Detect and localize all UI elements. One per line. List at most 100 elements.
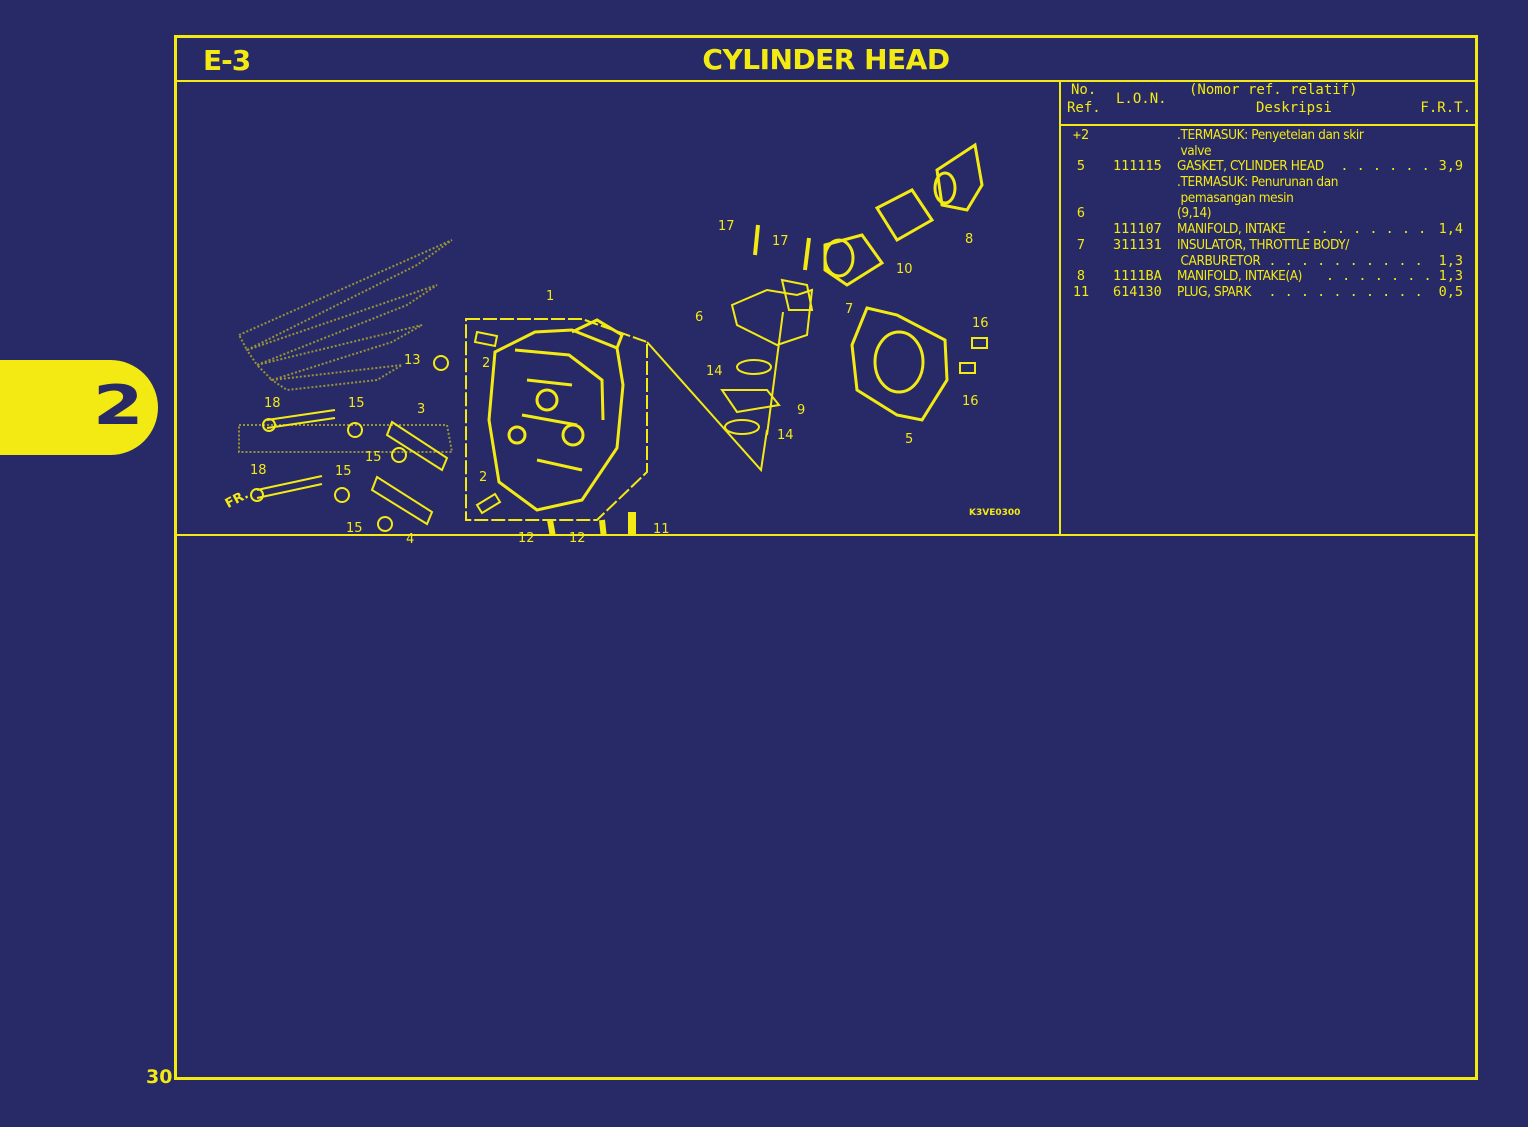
ref-cell: 11 bbox=[1072, 283, 1090, 300]
lon-cell: 614130 bbox=[1113, 283, 1162, 300]
desc-cell: INSULATOR, THROTTLE BODY/ bbox=[1177, 236, 1349, 253]
diagram-code: K3VE0300 bbox=[969, 508, 1021, 518]
table-row: pemasangan mesin bbox=[1061, 190, 1475, 207]
title-row: E-3 CYLINDER HEAD bbox=[177, 38, 1475, 82]
part-callout: 7 bbox=[845, 302, 854, 317]
ref-cell: 5 bbox=[1076, 158, 1086, 175]
header-frt: F.R.T. bbox=[1420, 100, 1471, 116]
part-callout: 15 bbox=[335, 464, 352, 479]
part-callout: 2 bbox=[482, 356, 491, 371]
part-callout: 17 bbox=[718, 219, 735, 234]
lon-cell: 1111BA bbox=[1113, 268, 1162, 285]
table-row: 6 (9,14) bbox=[1061, 206, 1475, 222]
bracket-icon bbox=[370, 420, 449, 526]
desc-cell: PLUG, SPARK bbox=[1177, 283, 1251, 300]
table-row: valve bbox=[1061, 142, 1475, 160]
plug-13-icon bbox=[433, 355, 449, 371]
dowel-16-icon bbox=[959, 362, 976, 374]
section-code: E-3 bbox=[203, 44, 251, 77]
header-desc-top: (Nomor ref. relatif) bbox=[1189, 82, 1358, 98]
bolt-18-icon bbox=[250, 409, 336, 502]
chapter-tab-number: 2 bbox=[93, 374, 144, 437]
desc-cell: CARBURETOR bbox=[1177, 252, 1261, 269]
table-body: +2.TERMASUK: Penyetelan dan skir valve 5 1… bbox=[1061, 127, 1475, 301]
dot-leader: . . . . . . . . . . . . . . . . . . . . … bbox=[1304, 222, 1427, 238]
section-title: CYLINDER HEAD bbox=[702, 43, 950, 76]
part-callout: 8 bbox=[965, 232, 974, 247]
intake-manifold-icon bbox=[730, 278, 814, 347]
o-ring-14-icon bbox=[736, 359, 772, 375]
desc-cell: .TERMASUK: Penyetelan dan skir bbox=[1177, 127, 1364, 143]
part-callout: 4 bbox=[406, 532, 415, 547]
part-callout: 14 bbox=[777, 428, 794, 443]
section-divider bbox=[177, 534, 1475, 536]
desc-cell: GASKET, CYLINDER HEAD bbox=[1177, 158, 1324, 175]
desc-cell: MANIFOLD, INTAKE(A) bbox=[1177, 268, 1302, 285]
insulator-7-icon bbox=[823, 233, 885, 287]
exploded-parts-drawing bbox=[237, 142, 988, 535]
frt-cell: 1,4 bbox=[1438, 221, 1463, 238]
desc-cell: valve bbox=[1177, 142, 1212, 159]
part-callout: 1 bbox=[546, 289, 555, 304]
part-callout: 17 bbox=[772, 234, 789, 249]
band-10-icon bbox=[874, 188, 935, 243]
stud-12-icon bbox=[547, 519, 556, 535]
bolt-17-icon bbox=[803, 237, 811, 271]
frt-cell: 1,3 bbox=[1438, 268, 1463, 285]
part-callout: 16 bbox=[962, 394, 979, 409]
header-lon: L.O.N. bbox=[1116, 91, 1167, 107]
table-header: No. Ref. L.O.N. (Nomor ref. relatif) Des… bbox=[1061, 80, 1475, 126]
table-row: .TERMASUK: Penurunan dan bbox=[1061, 174, 1475, 191]
part-callout: 6 bbox=[695, 310, 704, 325]
bolt-17-icon bbox=[753, 224, 760, 256]
frt-cell: 0,5 bbox=[1438, 283, 1463, 300]
dowel-pin-icon bbox=[475, 492, 502, 515]
dowel-16-icon bbox=[971, 337, 988, 349]
header-desc: Deskripsi bbox=[1256, 100, 1332, 116]
dot-leader: . . . . . . . . . . . . . . . . . . . . … bbox=[1268, 284, 1433, 300]
part-callout: 11 bbox=[653, 522, 670, 537]
part-callout: 3 bbox=[417, 402, 426, 417]
honda-wing-logo-icon bbox=[237, 239, 454, 453]
desc-cell: MANIFOLD, INTAKE bbox=[1177, 221, 1286, 238]
intake-manifold-a-icon bbox=[933, 142, 984, 212]
parts-page-frame: E-3 CYLINDER HEAD bbox=[174, 35, 1478, 1080]
part-callout: 9 bbox=[797, 403, 806, 418]
insulator-9-icon bbox=[720, 389, 781, 414]
ref-cell: 7 bbox=[1076, 236, 1086, 253]
part-callout: 15 bbox=[348, 396, 365, 411]
header-ref: Ref. bbox=[1067, 100, 1101, 116]
table-row: 7 311131 INSULATOR, THROTTLE BODY/ bbox=[1061, 236, 1475, 254]
dot-leader: . . . . . . . . . . . . . . . . . . . . … bbox=[1340, 159, 1430, 175]
table-row: 11 614130 PLUG, SPARK 0,5 . . . . . . . . .… bbox=[1061, 283, 1475, 301]
part-callout: 15 bbox=[346, 521, 363, 536]
part-callout: 16 bbox=[972, 316, 989, 331]
frt-cell: 1,3 bbox=[1438, 252, 1463, 269]
header-no: No. bbox=[1071, 82, 1097, 98]
o-ring-14-icon bbox=[724, 419, 760, 435]
lon-cell: 311131 bbox=[1113, 236, 1162, 253]
part-callout: 10 bbox=[896, 262, 913, 277]
desc-cell: .TERMASUK: Penurunan dan bbox=[1177, 174, 1339, 191]
stud-12-icon bbox=[599, 519, 607, 535]
part-callout: 13 bbox=[404, 353, 421, 368]
part-callout: 18 bbox=[264, 396, 281, 411]
table-row: +2.TERMASUK: Penyetelan dan skir bbox=[1061, 127, 1475, 144]
cylinder-head-group-outline bbox=[465, 318, 648, 521]
dowel-pin-icon bbox=[473, 330, 499, 348]
part-callout: 14 bbox=[706, 364, 723, 379]
ref-cell: 6 bbox=[1076, 205, 1086, 222]
parts-table: No. Ref. L.O.N. (Nomor ref. relatif) Des… bbox=[1061, 80, 1475, 535]
cylinder-head-icon bbox=[487, 318, 625, 512]
dot-leader: . . . . . . . . . . . . . . . . . . . . … bbox=[1268, 253, 1433, 269]
cylinder-head-gasket-icon bbox=[850, 306, 949, 422]
dot-leader: . . . . . . . . . . . . . . . . . . . . … bbox=[1325, 269, 1432, 285]
part-callout: 5 bbox=[905, 432, 914, 447]
chapter-tab: 2 bbox=[0, 360, 158, 455]
desc-cell: (9,14) bbox=[1177, 205, 1212, 222]
table-row: CARBURETOR 1,3 . . . . . . . . . . . . . … bbox=[1061, 252, 1475, 270]
